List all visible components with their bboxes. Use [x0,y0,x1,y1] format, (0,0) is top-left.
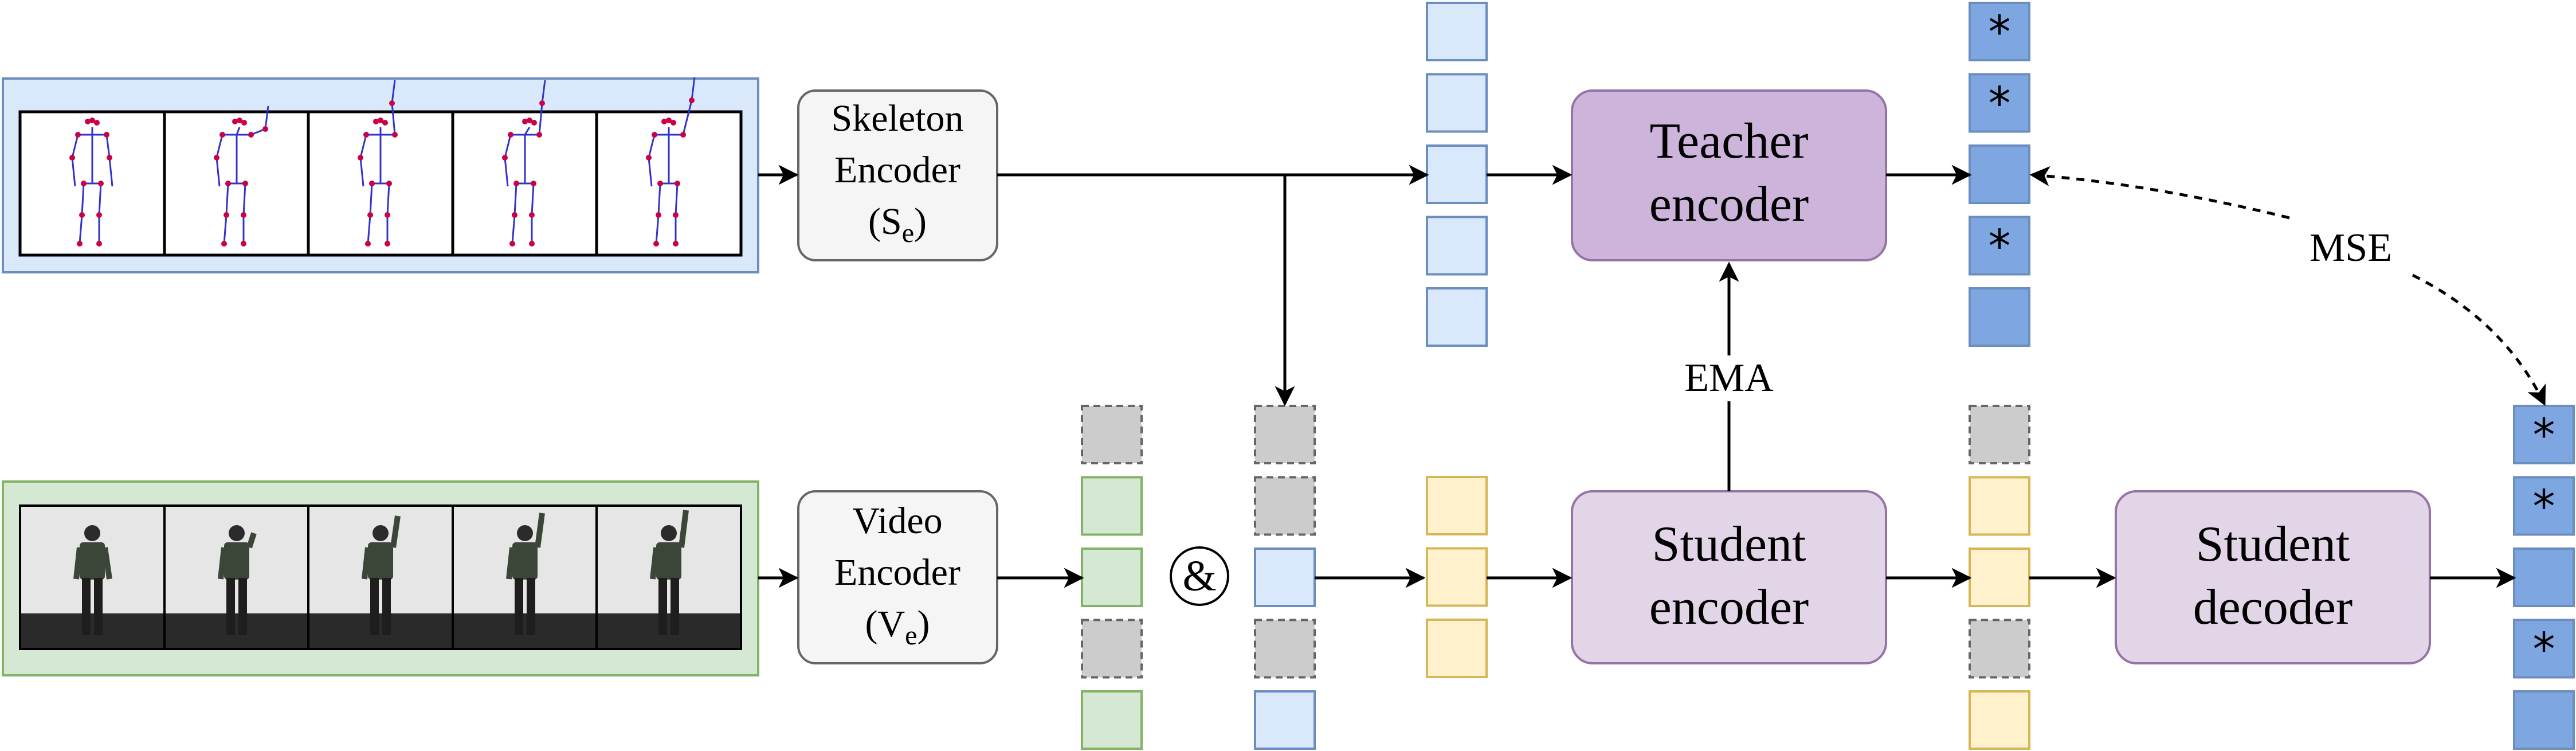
token [1969,287,2030,347]
token [1081,476,1143,536]
teacher-target-tokens: * * * [1969,2,2030,347]
mask-asterisk: * [1989,7,2011,58]
student-encoder-label-2: encoder [1649,580,1809,635]
token [1969,73,2030,133]
token [1426,144,1488,204]
masked-token [1081,405,1143,464]
mixed-modality-tokens [1254,405,1316,750]
video-frame [452,504,598,650]
token [2513,547,2575,607]
student-decoder-label-1: Student [2196,517,2350,572]
mask-asterisk: * [1989,221,2011,273]
skeleton-encoder-label-2: Encoder [834,149,960,191]
token [1254,690,1316,750]
token [2513,619,2575,679]
arrows [758,165,2546,588]
token [1426,2,1488,61]
student-latent-tokens [1969,405,2030,750]
token [1254,547,1316,607]
video-encoder-label-2: Encoder [834,551,960,593]
mse-arrow-to-prediction [2412,273,2546,406]
mse-label: MSE [2310,226,2392,270]
predicted-tokens: * * * [2513,405,2575,750]
masked-token [1254,476,1316,536]
token [1969,690,2030,750]
teacher-encoder: Teacher encoder [1571,89,1887,261]
token [1969,2,2030,61]
token [1969,476,2030,536]
token [1081,547,1143,607]
video-frame [307,504,454,650]
ampersand-symbol: & [1182,552,1216,600]
skeleton-encoder: Skeleton Encoder (Se) [797,89,998,261]
student-encoder-label-1: Student [1652,517,1806,572]
student-decoder-label-2: decoder [2193,580,2352,635]
skeleton-encoder-label-1: Skeleton [832,97,964,139]
mask-asterisk: * [2533,482,2555,533]
video-encoder: Video Encoder (Ve) [797,490,998,664]
skeleton-figure [646,77,696,247]
teacher-encoder-label-2: encoder [1649,177,1809,232]
student-encoder: Student encoder [1571,490,1887,664]
video-tokens [1081,405,1143,750]
token [1969,144,2030,204]
video-frames-panel [2,480,759,676]
token [1426,476,1488,535]
skeleton-tokens [1426,2,1488,347]
token [2513,476,2575,536]
token [1426,216,1488,276]
skeleton-pose-figures [69,77,696,247]
token [1969,547,2030,607]
token [1426,287,1488,347]
skeleton-sequence-panel [2,77,759,273]
masked-token [1254,619,1316,679]
token-columns: * * * * * * [1081,2,2575,750]
token [1969,216,2030,276]
skeleton-encoder-label-3: (Se) [868,201,927,248]
video-frame [163,504,310,650]
video-encoder-label-3: (Ve) [865,603,930,651]
skeleton-figure [214,105,269,247]
visible-tokens [1426,476,1488,678]
skeleton-figure [502,80,546,247]
video-frame [595,504,742,650]
mask-asterisk: * [1989,79,2011,130]
mask-asterisk: * [2533,410,2555,461]
student-decoder: Student decoder [2115,490,2431,664]
mse-arrow-to-target [2029,166,2290,220]
skeleton-figure [69,118,113,247]
masked-token [1081,619,1143,679]
masked-token [1969,405,2030,464]
mask-asterisk: * [2533,624,2555,676]
combine-operator: & [1170,546,1229,606]
video-encoder-label-1: Video [852,500,942,542]
teacher-encoder-label-1: Teacher [1649,114,1808,169]
video-frame [19,504,166,650]
token [1426,547,1488,607]
video-frames [19,504,742,650]
token [1081,690,1143,750]
masked-token [1969,619,2030,679]
ema-label: EMA [1684,356,1774,400]
token [2513,690,2575,750]
token [1426,73,1488,133]
token [1426,619,1488,678]
skeleton-figure [358,80,398,247]
masked-token [1254,405,1316,464]
